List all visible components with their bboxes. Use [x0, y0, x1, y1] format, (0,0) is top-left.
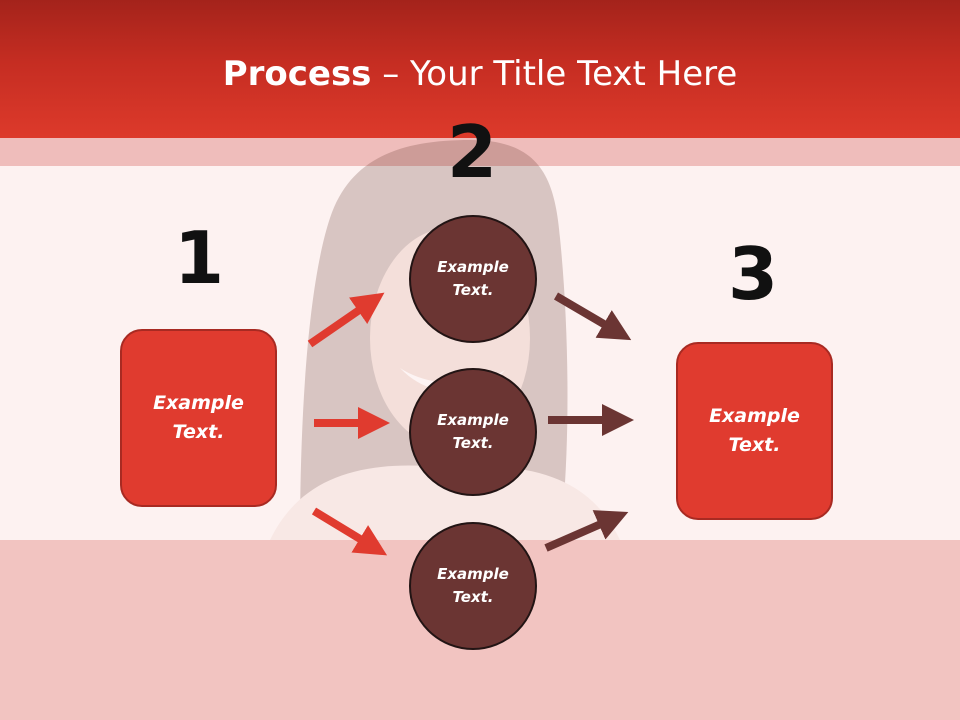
- arrow-from-top-circle: [553, 292, 632, 341]
- title-banner: [0, 0, 960, 138]
- step-number-2: 2: [446, 110, 498, 194]
- start-box: Example Text.: [120, 329, 277, 507]
- circle-middle-label: Example Text.: [437, 411, 509, 452]
- title-bold: Process: [222, 54, 372, 94]
- circle-top: Example Text.: [409, 215, 537, 343]
- circle-bottom-label: Example Text.: [437, 565, 509, 606]
- title-rest: – Your Title Text Here: [371, 54, 738, 94]
- end-box: Example Text.: [676, 342, 833, 520]
- circle-top-label: Example Text.: [437, 258, 509, 299]
- arrow-from-bottom-circle: [544, 510, 629, 552]
- top-band: [0, 138, 960, 166]
- start-box-label: Example Text.: [153, 392, 244, 443]
- end-box-label: Example Text.: [709, 405, 800, 456]
- slide-title: Process – Your Title Text Here: [0, 52, 960, 96]
- step-number-1: 1: [173, 216, 225, 300]
- circle-bottom: Example Text.: [409, 522, 537, 650]
- step-number-3: 3: [727, 232, 779, 316]
- arrow-to-bottom-circle: [311, 507, 388, 556]
- circle-middle: Example Text.: [409, 368, 537, 496]
- arrow-to-top-circle: [307, 292, 385, 348]
